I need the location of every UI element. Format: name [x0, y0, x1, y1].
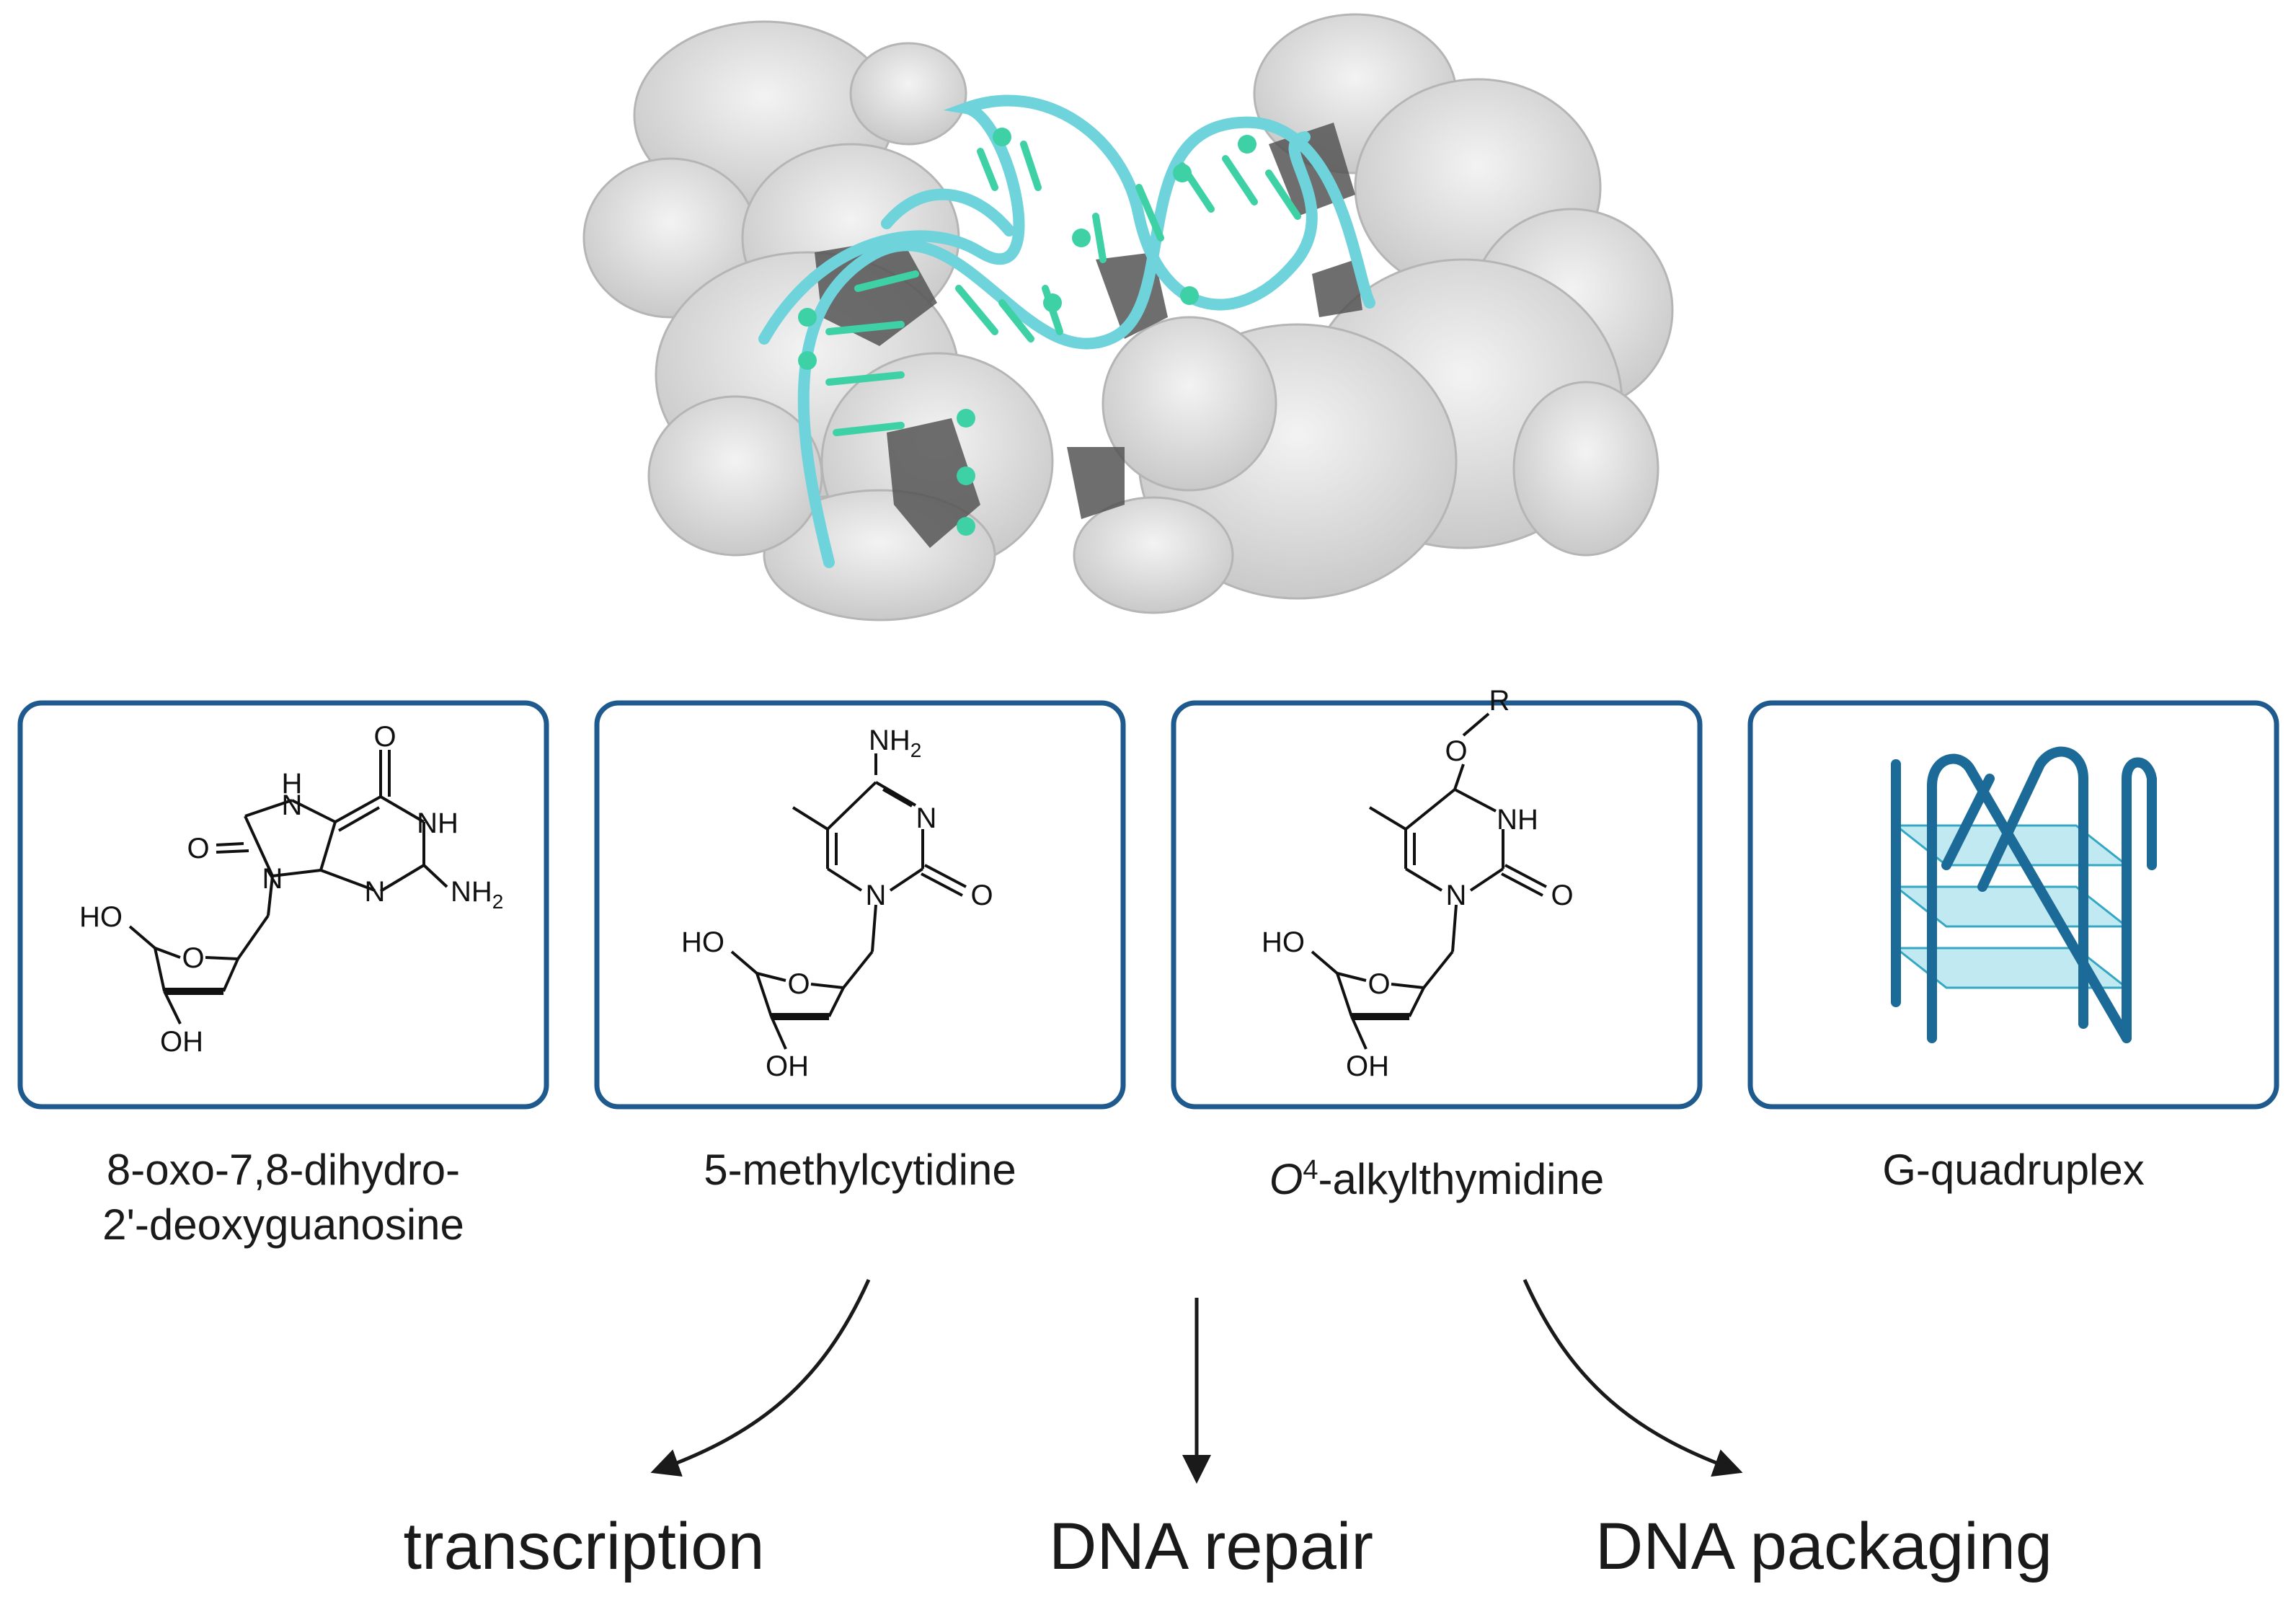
- atom-n-n1: N: [866, 880, 887, 911]
- atom-nh2-c2: NH2: [451, 876, 503, 913]
- label-8-oxo-dg-line2: 2'-deoxyguanosine: [102, 1200, 464, 1249]
- atom-o-sugar: O: [1368, 968, 1390, 1000]
- label-8-oxo-dg-line1: 8-oxo-7,8-dihydro-: [106, 1146, 461, 1194]
- structure-o4-alkylt: O R NH N O O HO OH: [1262, 685, 1574, 1082]
- dna-backbone-strand-3: [881, 188, 1015, 236]
- atom-o-sugar: O: [787, 968, 810, 1000]
- g-quadruplex-schematic: [1891, 746, 2157, 1043]
- label-8-oxo-dg: 8-oxo-7,8-dihydro- 2'-deoxyguanosine: [20, 1143, 546, 1252]
- pathway-arrows: [650, 1278, 1743, 1484]
- atom-nh2-c4: NH2: [869, 725, 921, 761]
- label-5-mc: 5-methylcytidine: [597, 1143, 1123, 1198]
- protein-dna-complex: [582, 13, 1674, 621]
- label-o4-italic-o: O: [1269, 1155, 1303, 1203]
- dna-backbone-strand-2: [758, 94, 1318, 345]
- atom-o-c6: O: [373, 721, 396, 753]
- atom-o-c4: O: [1445, 735, 1467, 767]
- dna-backbone-strand-1: [797, 116, 1375, 568]
- atom-n-n7: N: [282, 789, 303, 821]
- atom-r-alkyl: R: [1489, 685, 1510, 717]
- dna-base-rings: [798, 128, 1256, 536]
- atom-nh-n1: NH: [417, 807, 458, 839]
- g4-strands: [1891, 746, 2157, 1043]
- atom-o-c8: O: [187, 833, 209, 864]
- dna-double-helix: [758, 94, 1375, 568]
- arrow-to-transcription: [650, 1278, 871, 1477]
- label-o4-sup: 4: [1303, 1155, 1318, 1185]
- atom-oh-3prime: OH: [160, 1026, 203, 1058]
- atom-o-c2: O: [1551, 880, 1573, 911]
- panel-o4-alkylt: [1171, 700, 1703, 1110]
- atom-ho-5prime: HO: [1262, 926, 1305, 958]
- dna-bases: [825, 141, 1301, 436]
- atom-n-n1: N: [1446, 880, 1467, 911]
- panel-8-oxo-dg: [17, 700, 549, 1110]
- structure-5-mc: NH2 N N O O HO OH: [681, 725, 993, 1082]
- atom-ho-5prime: HO: [681, 926, 724, 958]
- outcome-dna-repair: DNA repair: [1049, 1510, 1373, 1583]
- panel-5-mc: [594, 700, 1126, 1110]
- atom-nh-n3: NH: [1497, 804, 1538, 836]
- atom-n-n3: N: [916, 802, 937, 834]
- label-g-quadruplex-line1: G-quadruplex: [1882, 1146, 2145, 1194]
- outcome-transcription: transcription: [403, 1510, 765, 1583]
- label-5-mc-line1: 5-methylcytidine: [704, 1146, 1016, 1194]
- panel-row: [17, 700, 2279, 1110]
- structure-8-oxo-dg: H N O N O NH N NH2 O HO OH: [79, 721, 503, 1058]
- label-o4-rest: -alkylthymidine: [1318, 1155, 1605, 1203]
- atom-o-c2: O: [970, 880, 993, 911]
- arrow-to-dna-packaging: [1522, 1278, 1743, 1477]
- atom-n-n3: N: [365, 876, 386, 908]
- atom-ho-5prime: HO: [79, 901, 123, 933]
- atom-n-n9: N: [262, 863, 283, 895]
- outcome-dna-packaging: DNA packaging: [1595, 1510, 2053, 1583]
- atom-oh-3prime: OH: [1346, 1050, 1389, 1082]
- atom-h-n7: H: [282, 768, 303, 800]
- protein-surface-right: [1073, 13, 1674, 614]
- atom-oh-3prime: OH: [766, 1050, 809, 1082]
- label-g-quadruplex: G-quadruplex: [1750, 1143, 2277, 1198]
- label-o4-alkylt: O4-alkylthymidine: [1174, 1143, 1700, 1207]
- atom-o-sugar: O: [182, 942, 204, 974]
